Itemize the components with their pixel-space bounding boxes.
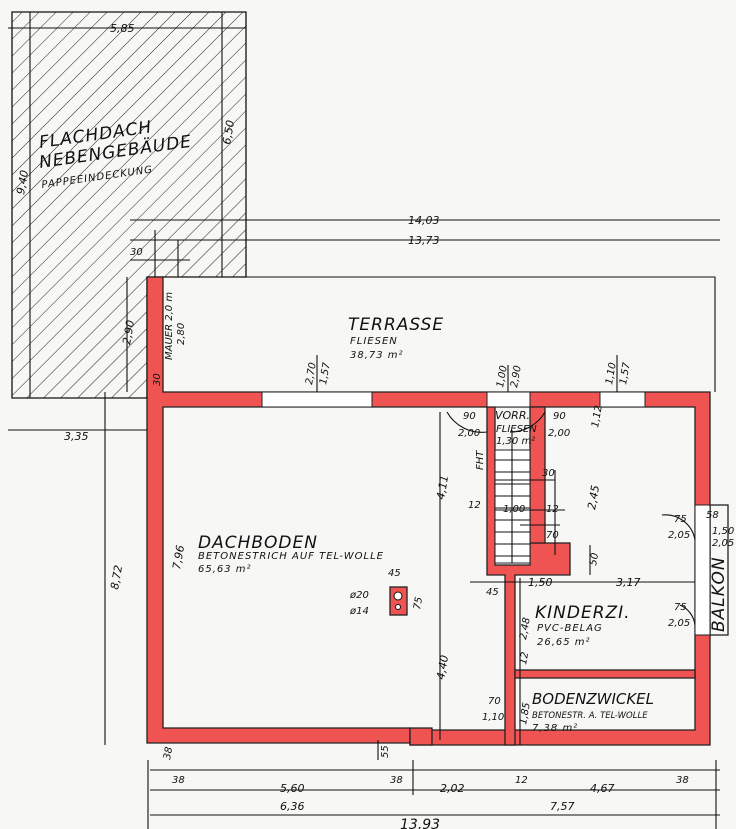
terrace-title: TERRASSE bbox=[348, 315, 444, 335]
terrace-finish: FLIESEN bbox=[350, 336, 398, 347]
dim-317: 3,17 bbox=[616, 576, 641, 589]
dimension-labels: 5,85 6,50 9,40 14,03 13,73 30 30 2,90 MA… bbox=[14, 22, 734, 829]
dim-90-a: 90 bbox=[463, 411, 476, 422]
dim-12-b: 12 bbox=[546, 504, 559, 515]
dim-45: 45 bbox=[486, 587, 499, 598]
chimney: ø20 ø14 45 75 bbox=[349, 568, 425, 617]
dim-280: 2,80 bbox=[176, 323, 187, 345]
flue-20: ø20 bbox=[349, 590, 369, 601]
dim-balcony-150: 1,50 bbox=[712, 526, 734, 537]
dim-70: 70 bbox=[546, 530, 559, 541]
dim-185: 1,85 bbox=[518, 702, 533, 726]
dim-90-b: 90 bbox=[553, 411, 566, 422]
walls: BALKON ø20 ø14 45 75 bbox=[146, 276, 729, 746]
dim-bottom-757: 7,57 bbox=[550, 800, 575, 813]
dim-annex-width: 5,85 bbox=[110, 22, 135, 35]
dim-balcony-58: 58 bbox=[706, 510, 719, 521]
dim-door1-a: 1,00 bbox=[495, 365, 510, 389]
dim-window2-a: 1,10 bbox=[604, 362, 619, 386]
dim-total-top-1: 14,03 bbox=[408, 214, 440, 227]
dim-annex-height-right: 6,50 bbox=[220, 119, 237, 145]
vorraum-title: VORR. bbox=[495, 409, 530, 422]
dim-796: 7,96 bbox=[170, 544, 187, 570]
dim-bottom-12: 12 bbox=[515, 775, 528, 786]
dachboden-title: DACHBODEN bbox=[198, 533, 318, 553]
dim-112: 1,12 bbox=[590, 405, 605, 429]
dim-balcony-205-b: 2,05 bbox=[712, 538, 734, 549]
dim-window1-b: 1,57 bbox=[318, 361, 333, 385]
bodenzwickel-finish: BETONESTR. A. TEL-WOLLE bbox=[532, 711, 648, 721]
dim-70-b: 70 bbox=[488, 696, 501, 707]
flue-14: ø14 bbox=[349, 606, 369, 617]
dachboden-finish: BETONESTRICH AUF TEL-WOLLE bbox=[198, 551, 384, 562]
balcony-label: BALKON bbox=[709, 556, 729, 632]
vorraum-finish: FLIESEN bbox=[496, 424, 537, 435]
dim-door1-b: 2,90 bbox=[509, 365, 524, 389]
dim-bottom-636: 6,36 bbox=[280, 800, 305, 813]
chimney-width: 45 bbox=[388, 568, 401, 579]
dim-wall-30: 30 bbox=[130, 247, 143, 258]
dim-window1-a: 2,70 bbox=[304, 362, 319, 386]
dim-200-b: 2,00 bbox=[548, 428, 570, 439]
dim-mauer: MAUER 2,0 m bbox=[164, 292, 175, 360]
kinderzimmer-finish: PVC-BELAG bbox=[537, 623, 603, 634]
dim-335: 3,35 bbox=[64, 430, 89, 443]
dim-100: 1,00 bbox=[503, 504, 525, 515]
dim-872: 8,72 bbox=[108, 564, 125, 590]
dachboden-area: 65,63 m² bbox=[198, 564, 252, 575]
dimension-lines bbox=[8, 12, 720, 829]
chimney-height: 75 bbox=[412, 596, 425, 610]
dim-wall-30-b: 30 bbox=[152, 373, 163, 386]
dim-30: 30 bbox=[542, 468, 555, 479]
dim-440: 4,40 bbox=[434, 654, 451, 680]
dim-balcony-205-a: 2,05 bbox=[668, 530, 690, 541]
dim-50: 50 bbox=[588, 552, 601, 566]
dim-annex-height-left: 9,40 bbox=[14, 169, 31, 195]
dim-bottom-38-b: 38 bbox=[390, 775, 403, 786]
dim-balcony-75-a: 75 bbox=[674, 514, 687, 525]
kinderzimmer-title: KINDERZI. bbox=[535, 603, 631, 623]
dim-150: 1,50 bbox=[528, 576, 553, 589]
dim-bottom-467: 4,67 bbox=[590, 782, 615, 795]
dim-55: 55 bbox=[380, 745, 391, 758]
dim-total-top-2: 13,73 bbox=[408, 234, 440, 247]
annex-flat-roof: FLACHDACH NEBENGEBÄUDE PAPPEEINDECKUNG bbox=[11, 11, 247, 399]
fht-label: FHT bbox=[475, 450, 486, 470]
dim-12-a: 12 bbox=[468, 500, 481, 511]
dim-bottom-38-a: 38 bbox=[172, 775, 185, 786]
dim-12-c: 12 bbox=[518, 651, 531, 665]
kinderzimmer-area: 26,65 m² bbox=[537, 637, 591, 648]
staircase bbox=[494, 430, 531, 564]
vorraum-area: 1,30 m² bbox=[496, 436, 535, 447]
dim-window2-b: 1,57 bbox=[618, 361, 633, 385]
dim-411: 4,11 bbox=[434, 474, 451, 500]
dim-110: 1,10 bbox=[482, 712, 504, 723]
dim-38-wall: 38 bbox=[162, 746, 175, 760]
dim-200-a: 2,00 bbox=[458, 428, 480, 439]
dim-245: 2,45 bbox=[585, 484, 602, 510]
dim-248: 2,48 bbox=[518, 617, 533, 641]
dim-balcony-205-c: 2,05 bbox=[668, 618, 690, 629]
terrace: TERRASSE FLIESEN 38,73 m² bbox=[147, 276, 716, 392]
dim-bottom-202: 2,02 bbox=[440, 782, 465, 795]
dim-bottom-1393: 13,93 bbox=[400, 817, 440, 829]
dim-290: 2,90 bbox=[120, 319, 137, 345]
terrace-area: 38,73 m² bbox=[350, 350, 404, 361]
dim-balcony-75-b: 75 bbox=[674, 602, 687, 613]
dim-bottom-560: 5,60 bbox=[280, 782, 305, 795]
bodenzwickel-title: BODENZWICKEL bbox=[532, 690, 654, 708]
bodenzwickel-area: 7,38 m² bbox=[532, 723, 578, 734]
dim-bottom-38-c: 38 bbox=[676, 775, 689, 786]
